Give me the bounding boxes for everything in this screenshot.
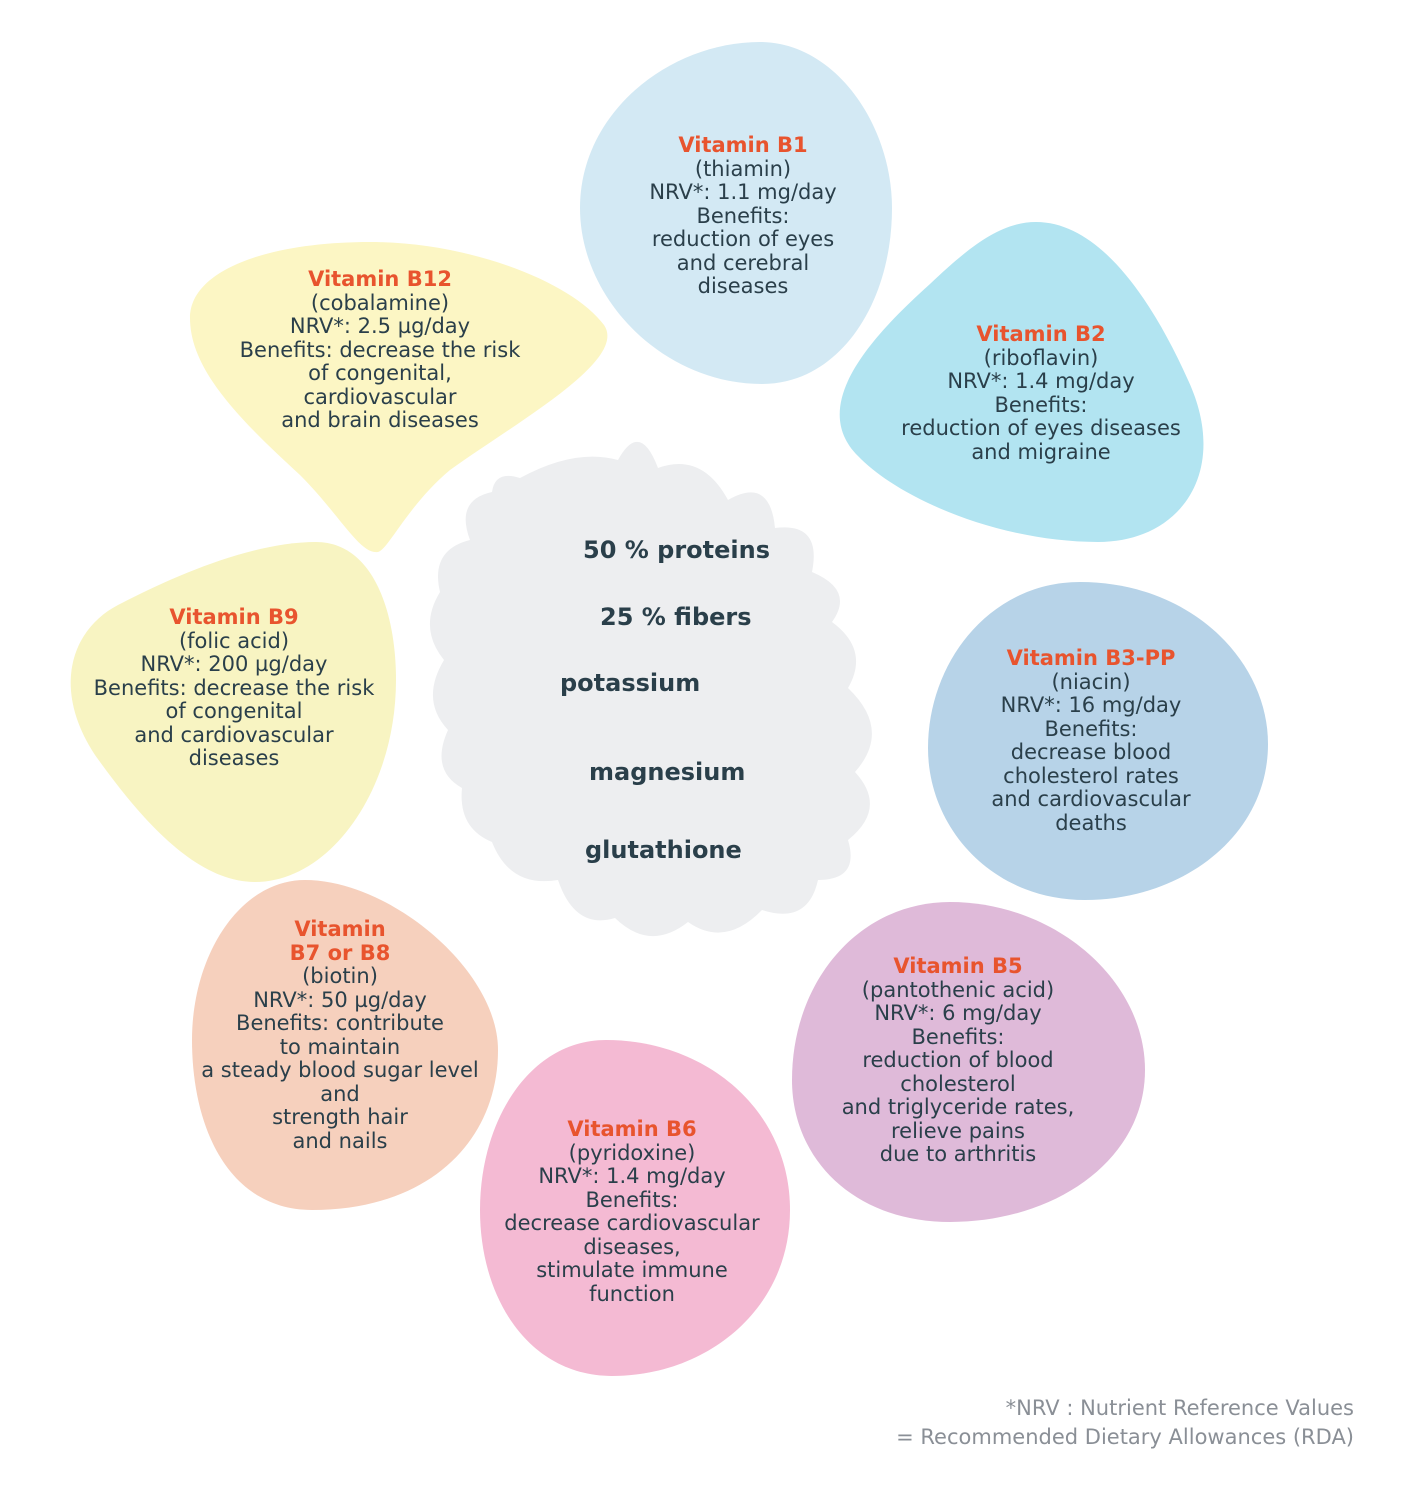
vitamin-b9-line: Benefits: decrease the risk: [93, 675, 375, 700]
vitamin-b9-petal: [70, 542, 397, 882]
vitamin-b9-card: Vitamin B9 (folic acid) NRV*: 200 µg/day…: [88, 605, 380, 771]
vitamin-b9-title: Vitamin B9: [169, 605, 299, 629]
vitamin-b12-title: Vitamin B12: [308, 267, 452, 291]
vitamin-b1-line: diseases: [697, 274, 789, 298]
vitamin-b12-card: Vitamin B12 (cobalamine) NRV*: 2.5 µg/da…: [234, 267, 526, 433]
vitamin-b5-line: relieve pains: [891, 1118, 1025, 1143]
center-item-magnesium: magnesium: [589, 758, 746, 786]
vitamin-b7-line: (biotin): [302, 964, 378, 988]
vitamin-b12-line: and brain diseases: [281, 408, 479, 432]
vitamin-b3-card: Vitamin B3-PP (niacin) NRV*: 16 mg/day B…: [950, 646, 1232, 835]
vitamin-b6-title: Vitamin B6: [567, 1117, 697, 1141]
vitamin-b1-line: Benefits:: [696, 203, 790, 228]
vitamin-b3-line: cholesterol rates: [1003, 763, 1179, 788]
vitamin-b12-line: cardiovascular: [303, 384, 457, 409]
vitamin-b9-line: of congenital: [165, 699, 303, 723]
vitamin-b9-line: diseases: [188, 746, 280, 770]
vitamin-b5-line: NRV*: 6 mg/day: [874, 1001, 1042, 1025]
vitamin-b7-line: NRV*: 50 µg/day: [253, 987, 427, 1012]
vitamin-b2-card: Vitamin B2 (riboflavin) NRV*: 1.4 mg/day…: [886, 322, 1196, 464]
vitamin-b7-line: to maintain: [279, 1034, 401, 1059]
vitamin-b7-line: strength hair: [272, 1105, 408, 1129]
center-item-potassium: potassium: [560, 669, 701, 697]
vitamin-b6-line: diseases,: [583, 1234, 681, 1259]
vitamin-b7-title: B7 or B8: [289, 940, 391, 965]
vitamin-b12-line: (cobalamine): [310, 290, 450, 315]
vitamin-b1-line: reduction of eyes: [651, 227, 835, 251]
vitamin-b2-line: and migraine: [971, 439, 1111, 464]
vitamin-b9-line: NRV*: 200 µg/day: [140, 652, 328, 676]
vitamin-b2-line: Benefits:: [994, 392, 1088, 417]
vitamin-b2-petal: [839, 222, 1204, 542]
vitamin-b9-line: (folic acid): [178, 628, 290, 653]
footnote-line: = Recommended Dietary Allowances (RDA): [896, 1425, 1354, 1449]
vitamin-b6-line: (pyridoxine): [568, 1140, 696, 1165]
vitamin-b6-card: Vitamin B6 (pyridoxine) NRV*: 1.4 mg/day…: [492, 1117, 772, 1306]
vitamin-b12-petal: [190, 242, 608, 553]
vitamin-b3-line: Benefits:: [1044, 716, 1138, 741]
vitamin-b5-line: Benefits:: [911, 1024, 1005, 1049]
center-item-fibers: 25 % fibers: [600, 603, 752, 631]
vitamin-b1-line: and cerebral: [676, 250, 810, 275]
vitamin-b3-line: (niacin): [1051, 669, 1131, 694]
center-item-glutathione: glutathione: [585, 836, 742, 864]
vitamin-b7-line: and: [320, 1081, 360, 1106]
center-blob: [429, 441, 872, 937]
vitamin-b1-petal: [580, 42, 892, 384]
vitamin-b3-title: Vitamin B3-PP: [1006, 646, 1176, 670]
vitamin-b3-line: deaths: [1055, 810, 1127, 835]
vitamin-b5-petal: [792, 902, 1145, 1222]
vitamin-b6-petal: [480, 1040, 790, 1376]
vitamin-b5-line: cholesterol: [900, 1071, 1016, 1096]
vitamin-b7-card: Vitamin B7 or B8 (biotin) NRV*: 50 µg/da…: [196, 917, 484, 1153]
footnote: *NRV : Nutrient Reference Values = Recom…: [896, 1394, 1354, 1452]
vitamin-b6-line: decrease cardiovascular: [504, 1211, 760, 1235]
vitamin-b3-line: NRV*: 16 mg/day: [1000, 693, 1182, 717]
vitamin-b2-line: reduction of eyes diseases: [901, 416, 1181, 440]
vitamin-b7-petal: [192, 880, 498, 1210]
vitamin-b1-card: Vitamin B1 (thiamin) NRV*: 1.1 mg/day Be…: [600, 133, 886, 299]
vitamin-b1-line: (thiamin): [694, 156, 792, 181]
vitamin-b9-line: and cardiovascular: [134, 722, 334, 747]
vitamin-b2-line: NRV*: 1.4 mg/day: [947, 369, 1135, 393]
footnote-line: *NRV : Nutrient Reference Values: [1005, 1396, 1354, 1420]
vitamin-b1-line: NRV*: 1.1 mg/day: [649, 180, 837, 204]
vitamin-b5-line: reduction of blood: [862, 1048, 1054, 1072]
vitamin-b12-line: NRV*: 2.5 µg/day: [289, 314, 471, 338]
vitamin-b5-line: and triglyceride rates,: [841, 1095, 1075, 1119]
vitamin-b12-line: of congenital,: [308, 361, 452, 385]
vitamin-b3-line: and cardiovascular: [991, 787, 1191, 811]
vitamin-b1-title: Vitamin B1: [678, 133, 808, 157]
vitamin-b5-line: (pantothenic acid): [861, 977, 1055, 1002]
vitamin-b7-line: and nails: [292, 1128, 388, 1153]
vitamin-b6-line: NRV*: 1.4 mg/day: [538, 1164, 726, 1188]
vitamin-b5-line: due to arthritis: [879, 1142, 1037, 1166]
vitamin-b3-petal: [928, 582, 1268, 900]
vitamin-b6-line: function: [589, 1281, 675, 1306]
vitamin-b5-title: Vitamin B5: [893, 954, 1023, 978]
vitamin-b7-title: Vitamin: [294, 917, 386, 941]
vitamin-b6-line: Benefits:: [585, 1187, 679, 1212]
vitamin-b2-title: Vitamin B2: [976, 322, 1106, 346]
vitamin-b6-line: stimulate immune: [536, 1258, 728, 1282]
center-item-proteins: 50 % proteins: [583, 536, 771, 564]
vitamin-b3-line: decrease blood: [1010, 740, 1172, 764]
vitamin-b2-line: (riboflavin): [983, 345, 1099, 370]
vitamin-b5-card: Vitamin B5 (pantothenic acid) NRV*: 6 mg…: [818, 954, 1098, 1167]
vitamin-b7-line: Benefits: contribute: [236, 1011, 444, 1035]
vitamin-b7-line: a steady blood sugar level: [201, 1058, 479, 1082]
vitamin-b12-line: Benefits: decrease the risk: [239, 337, 521, 362]
